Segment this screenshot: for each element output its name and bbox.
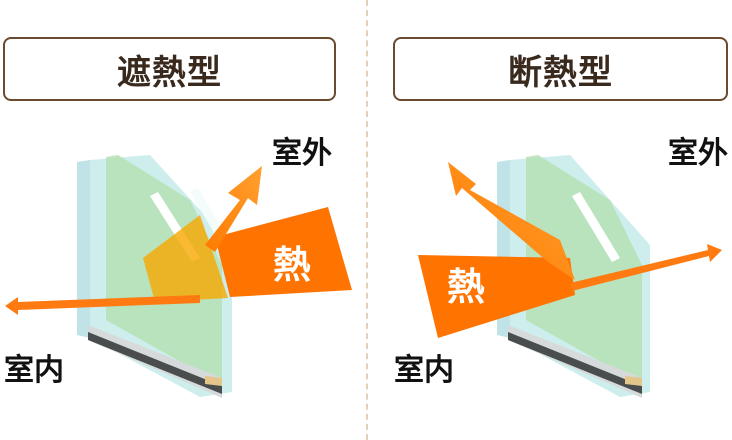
left-heat-label: 熱: [273, 243, 311, 287]
heat-shield-title: 遮熱型: [3, 37, 336, 101]
panel-divider: [366, 0, 368, 440]
right-pane-outer: [526, 155, 642, 385]
left-reflected-arrow: [205, 166, 262, 252]
left-heat-flow: 熱: [5, 166, 352, 315]
right-heat-band: [418, 255, 575, 338]
left-spacer-seal: [88, 332, 222, 394]
right-glass-unit: [497, 155, 650, 398]
right-reflected-arrow: [448, 162, 575, 280]
left-heat-band: [215, 207, 352, 297]
left-outdoor-label: 室外: [272, 136, 332, 171]
left-pane-edge: [77, 160, 90, 338]
right-spacer-seal: [508, 332, 642, 394]
right-coating-highlight: [572, 192, 620, 262]
left-heat-absorbed: [143, 215, 228, 302]
left-indoor-label: 室内: [4, 353, 64, 388]
right-transmitted-arrow: [570, 244, 722, 291]
right-indoor-label: 室内: [394, 353, 454, 388]
heat-insulation-title: 断熱型: [393, 37, 728, 101]
left-transmitted-arrow: [5, 295, 200, 315]
right-outdoor-label: 室外: [668, 136, 728, 171]
right-spacer-desiccant: [625, 376, 642, 386]
right-heat-flow: 熱: [418, 162, 722, 338]
right-heat-label: 熱: [447, 265, 485, 309]
left-spacer-desiccant: [205, 376, 222, 386]
